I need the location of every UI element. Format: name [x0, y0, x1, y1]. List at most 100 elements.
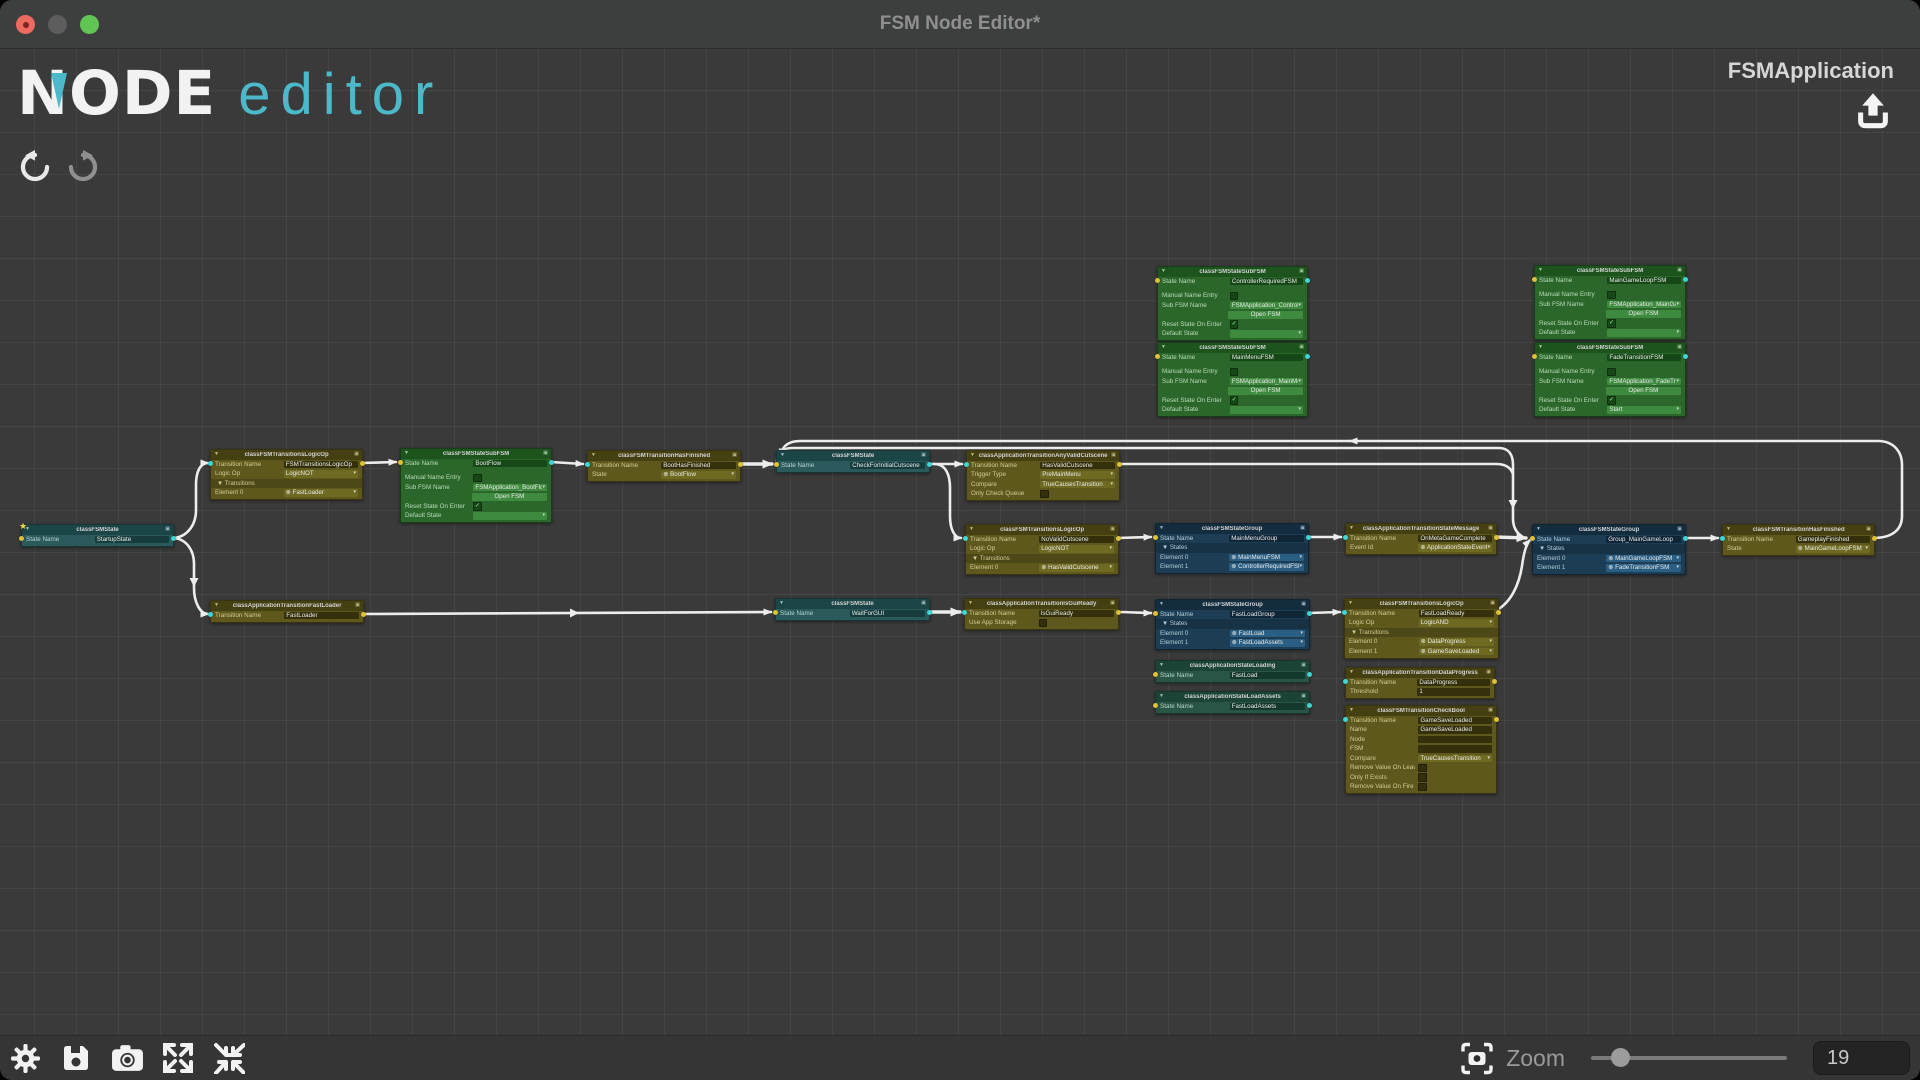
node-header[interactable]: ▼classFSMTransitionsLogicOp▣	[966, 525, 1118, 535]
output-port[interactable]	[1307, 703, 1312, 708]
collapse-icon[interactable]: ▼	[1726, 526, 1731, 533]
collapse-icon[interactable]: ▼	[1159, 693, 1164, 700]
default-state-dropdown[interactable]: ▾	[1607, 329, 1681, 337]
node-header[interactable]: ▼classApplicationTransitionFastLoader▣	[211, 601, 363, 611]
element-1-object-field[interactable]: ⊗ ControllerRequiredFSM▾	[1229, 563, 1304, 571]
input-port[interactable]	[1343, 535, 1348, 540]
collapse-icon[interactable]: ▼	[1349, 669, 1354, 676]
output-port[interactable]	[1496, 610, 1501, 615]
output-port[interactable]	[1116, 536, 1121, 541]
use-app-storage-checkbox[interactable]	[1038, 618, 1048, 627]
collapse-icon[interactable]: ▼	[1161, 268, 1166, 275]
node-boot-has-finished[interactable]: ▼classFSMTransitionHasFinished▣Transitio…	[585, 450, 743, 482]
output-port[interactable]	[1492, 679, 1497, 684]
transition-name-field[interactable]: BootHasFinished	[661, 461, 736, 469]
event-id-object-field[interactable]: ⊗ ApplicationStateEventId▾	[1418, 544, 1492, 552]
output-port[interactable]	[1683, 277, 1688, 282]
state-name-field[interactable]: StartupState	[94, 535, 169, 543]
state-object-field[interactable]: ⊗ BootFlow▾	[661, 471, 736, 479]
node-fastloader-transition[interactable]: ▼classApplicationTransitionFastLoader▣Tr…	[208, 600, 366, 623]
transition-name-field[interactable]: HasValidCutscene	[1040, 461, 1115, 469]
collapse-icon[interactable]: ▼	[591, 452, 596, 459]
collapse-icon[interactable]: ▼	[214, 451, 219, 458]
state-name-field[interactable]: FadeTransitionFSM	[1607, 353, 1681, 361]
pin-icon[interactable]: ▣	[1490, 600, 1495, 607]
output-port[interactable]	[361, 612, 366, 617]
collapse-icon[interactable]: ▼	[214, 602, 219, 609]
pin-icon[interactable]: ▣	[732, 452, 737, 459]
element-1-object-field[interactable]: ⊗ GameSaveLoaded▾	[1418, 647, 1494, 655]
input-port[interactable]	[1153, 535, 1158, 540]
default-state-dropdown[interactable]: ▾	[473, 512, 547, 520]
foldout-transitions[interactable]: ▼ Transitions	[211, 478, 362, 488]
element-0-object-field[interactable]: ⊗ HasValidCutscene▾	[1039, 564, 1114, 572]
redo-icon[interactable]	[66, 150, 100, 184]
collapse-icon[interactable]: ▼	[404, 450, 409, 457]
transition-name-field[interactable]: FSMTransitionsLogicOp	[283, 460, 358, 468]
element-0-object-field[interactable]: ⊗ FastLoad▾	[1229, 629, 1305, 637]
open-fsm-button[interactable]: Open FSM	[1228, 310, 1303, 319]
pin-icon[interactable]: ▣	[1866, 526, 1871, 533]
pin-icon[interactable]: ▣	[354, 451, 359, 458]
state-name-field[interactable]: WaitForGUI	[849, 609, 925, 617]
fullscreen-button[interactable]	[80, 14, 99, 34]
input-port[interactable]	[585, 462, 590, 467]
input-port[interactable]	[1342, 610, 1347, 615]
remove-value-on-leave-checkbox[interactable]	[1418, 763, 1427, 772]
output-port[interactable]	[1307, 611, 1312, 616]
node-gameplay-finished[interactable]: ▼classFSMTransitionHasFinished▣Transitio…	[1720, 524, 1877, 556]
settings-icon[interactable]	[8, 1041, 42, 1075]
output-port[interactable]	[1683, 536, 1688, 541]
input-port[interactable]	[962, 610, 967, 615]
collapse-icon[interactable]	[212, 1041, 246, 1075]
collapse-icon[interactable]: ▼	[1349, 707, 1354, 714]
input-port[interactable]	[1343, 717, 1348, 722]
pin-icon[interactable]: ▣	[1677, 344, 1682, 351]
transition-name-field[interactable]: IsGuiReady	[1038, 609, 1114, 617]
node-state-load-assets[interactable]: ▼classApplicationStateLoadAssets▣State N…	[1153, 691, 1312, 714]
pin-icon[interactable]: ▣	[1110, 600, 1115, 607]
foldout-states[interactable]: ▼ States	[1533, 544, 1685, 554]
node-state-loading[interactable]: ▼classApplicationStateLoading▣State Name…	[1153, 660, 1312, 683]
input-port[interactable]	[1155, 278, 1160, 283]
output-port[interactable]	[1872, 536, 1877, 541]
input-port[interactable]	[1343, 679, 1348, 684]
transition-name-field[interactable]: FastLoadReady	[1418, 609, 1494, 617]
sub-fsm-name-dropdown[interactable]: FSMApplication_MainGameL▾	[1607, 300, 1681, 308]
element-0-object-field[interactable]: ⊗ FastLoader▾	[283, 489, 358, 497]
state-name-field[interactable]: CheckForInitialCutscene	[850, 461, 925, 469]
node-header[interactable]: ▼classFSMStateSubFSM▣	[1535, 343, 1685, 353]
input-port[interactable]	[774, 462, 779, 467]
pin-icon[interactable]: ▣	[921, 452, 926, 459]
state-name-field[interactable]: FastLoad	[1229, 671, 1305, 679]
node-header[interactable]: ▼classFSMTransitionHasFinished▣	[1723, 525, 1874, 535]
output-port[interactable]	[1494, 717, 1499, 722]
only-if-exists-checkbox[interactable]	[1418, 773, 1427, 782]
manual-name-entry-checkbox[interactable]	[1607, 367, 1616, 376]
collapse-icon[interactable]: ▼	[1159, 662, 1164, 669]
node-header[interactable]: ▼classFSMStateSubFSM▣	[1158, 267, 1307, 277]
node-header[interactable]: ▼classApplicationTransitionAnyValidCutsc…	[967, 451, 1119, 461]
transition-name-field[interactable]: GameSaveLoaded	[1418, 716, 1492, 724]
collapse-icon[interactable]: ▼	[970, 452, 975, 459]
zoom-slider[interactable]	[1591, 1048, 1787, 1067]
input-port[interactable]	[963, 536, 968, 541]
focus-icon[interactable]	[1460, 1041, 1494, 1075]
node-header[interactable]: ▼classFSMStateGroup▣	[1156, 524, 1308, 534]
collapse-icon[interactable]: ▼	[1348, 600, 1353, 607]
output-port[interactable]	[549, 460, 554, 465]
state-name-field[interactable]: BootFlow	[473, 459, 547, 467]
collapse-icon[interactable]: ▼	[779, 600, 784, 607]
node-logicop-fastloader[interactable]: ▼classFSMTransitionsLogicOp▣Transition N…	[208, 449, 365, 500]
state-name-field[interactable]: FastLoadGroup	[1229, 610, 1305, 618]
output-port[interactable]	[1683, 354, 1688, 359]
node-fast-load-ready[interactable]: ▼classFSMTransitionsLogicOp▣Transition N…	[1342, 598, 1501, 659]
output-port[interactable]	[171, 536, 176, 541]
